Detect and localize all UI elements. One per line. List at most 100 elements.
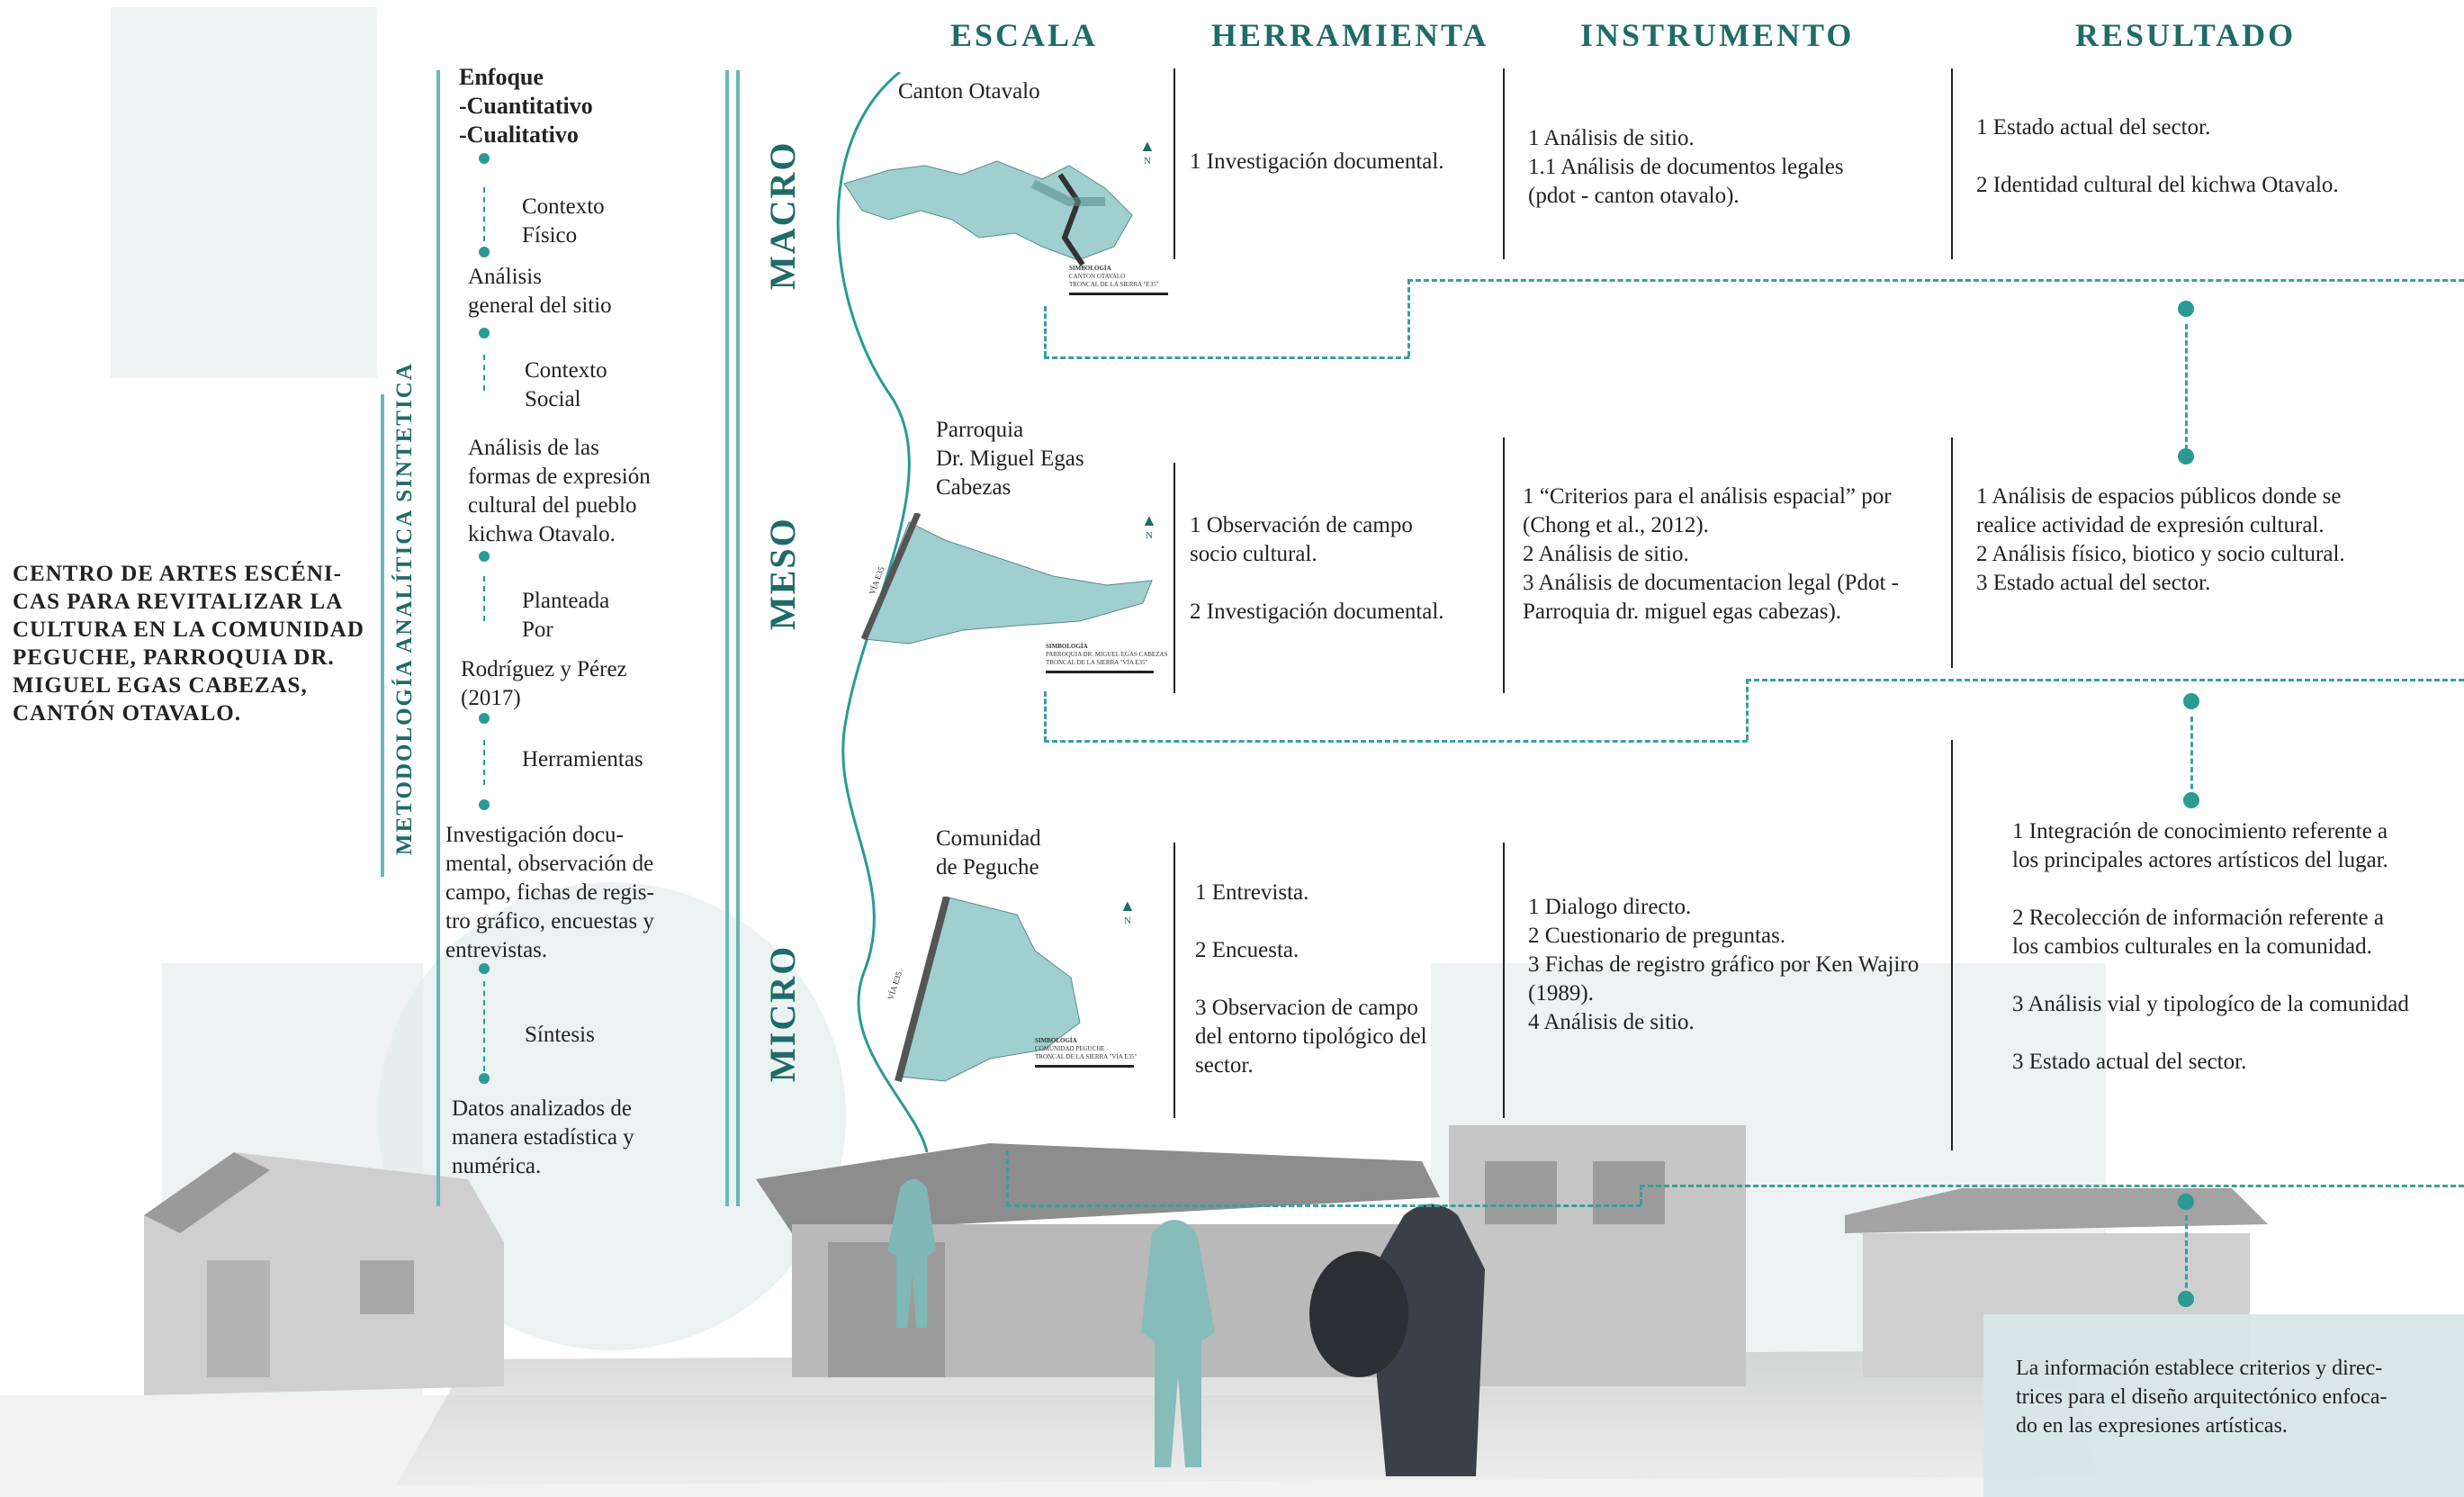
dashed-connector	[1044, 691, 1047, 742]
north-arrow-icon: ▲N	[1120, 897, 1136, 926]
project-title: CENTRO DE ARTES ESCÉNI- CAS PARA REVITAL…	[13, 562, 364, 726]
meso-scale-bar	[1046, 671, 1154, 673]
connector-dot	[2178, 448, 2194, 464]
flow-investigacion: Investigación docu- mental, observación …	[445, 823, 654, 962]
flow-connector-4	[483, 740, 485, 785]
north-label-micro: N	[1123, 915, 1131, 926]
micro-map	[895, 897, 1081, 1083]
separator-micro-resultado	[1951, 740, 1953, 1150]
flow-autores: Rodríguez y Pérez (2017)	[461, 657, 627, 710]
separator-macro-resultado	[1951, 68, 1953, 259]
flow-dot-5	[479, 713, 490, 724]
north-arrow-icon: ▲N	[1139, 137, 1156, 167]
flow-dot-8	[479, 1073, 490, 1084]
dashed-connector	[1640, 1185, 2464, 1187]
macro-map	[843, 160, 1133, 266]
flow-divider-b	[736, 70, 740, 1206]
connector-dot	[2178, 1194, 2194, 1210]
dashed-connector	[1044, 740, 1748, 743]
street-photo-collage	[0, 1125, 2464, 1497]
macro-herramienta: 1 Investigación documental.	[1190, 149, 1444, 174]
flow-dot-2	[479, 247, 490, 257]
micro-legend-item-1: COMUNIDAD PEGUCHE	[1035, 1045, 1105, 1052]
flow-divider-a	[725, 70, 729, 1206]
macro-legend-item-2: TRONCAL DE LA SIERRA "E35"	[1069, 281, 1159, 288]
methodology-label: METODOLOGÍA ANALÍTICA SINTETICA	[392, 362, 417, 855]
meso-map	[860, 513, 1153, 645]
micro-scale-bar	[1035, 1065, 1134, 1068]
dashed-connector	[1006, 1204, 1641, 1207]
micro-resultado: 1 Integración de conocimiento referente …	[2012, 819, 2409, 1074]
dashed-connector	[1640, 1185, 1642, 1204]
meso-legend-title: SIMBOLOGÍA	[1046, 643, 1088, 650]
north-label-macro: N	[1143, 156, 1151, 167]
connector-dot	[2183, 792, 2199, 808]
north-label-meso: N	[1145, 530, 1153, 541]
background-block-top-left	[111, 7, 377, 378]
flow-dot-3	[479, 328, 490, 338]
macro-legend-item-1: CANTON OTAVALO	[1069, 273, 1126, 280]
flow-connector-2	[483, 355, 485, 391]
meso-place: Parroquia Dr. Miguel Egas Cabezas	[936, 418, 1084, 500]
flow-bar-left	[436, 70, 440, 1206]
separator-meso-instrumento	[1503, 437, 1505, 693]
flow-connector-3	[483, 576, 485, 621]
connector-dot	[2178, 301, 2194, 317]
meso-resultado: 1 Análisis de espacios públicos donde se…	[1976, 484, 2345, 595]
dashed-connector	[1044, 306, 1047, 356]
meso-herramienta: 1 Observación de campo socio cultural. 2…	[1190, 513, 1444, 624]
separator-micro-instrumento	[1503, 843, 1505, 1118]
conclusion-text: La información establece criterios y dir…	[2016, 1357, 2388, 1438]
methodology-bar	[381, 394, 384, 877]
flow-planteada-por: Planteada Por	[522, 589, 610, 642]
micro-herramienta: 1 Entrevista. 2 Encuesta. 3 Observacion …	[1195, 880, 1427, 1078]
north-arrow-icon: ▲N	[1141, 511, 1157, 541]
header-escala: ESCALA	[950, 17, 1099, 53]
flow-dot-1	[479, 153, 490, 164]
meso-legend-item-1: PARROQUIA DR. MIGUEL EGAS CABEZAS	[1046, 651, 1168, 658]
micro-legend-item-2: TRONCAL DE LA SIERRA "VÍA E35"	[1035, 1053, 1138, 1060]
micro-legend: SIMBOLOGÍA COMUNIDAD PEGUCHE TRONCAL DE …	[1035, 1037, 1137, 1068]
dashed-connector	[2185, 1215, 2188, 1296]
flow-contexto-fisico: Contexto Físico	[522, 194, 605, 248]
macro-legend-title: SIMBOLOGÍA	[1069, 265, 1111, 272]
dashed-connector	[1746, 679, 2464, 681]
separator-meso-herramienta	[1174, 463, 1175, 693]
meso-legend-item-2: TRONCAL DE LA SIERRA "VÍA E35"	[1046, 659, 1148, 666]
micro-place: Comunidad de Peguche	[936, 826, 1041, 879]
macro-scale-bar	[1069, 293, 1168, 295]
flow-contexto-social: Contexto Social	[525, 358, 607, 411]
flow-dot-7	[479, 963, 490, 974]
dashed-connector	[1746, 679, 1749, 740]
meso-instrumento: 1 “Criterios para el análisis espacial” …	[1523, 484, 1899, 624]
separator-micro-herramienta	[1174, 843, 1175, 1118]
micro-legend-title: SIMBOLOGÍA	[1035, 1037, 1077, 1044]
flow-dot-4	[479, 551, 490, 562]
connector-dot	[2178, 1291, 2194, 1307]
separator-macro-herramienta	[1174, 68, 1175, 259]
dashed-connector	[1006, 1150, 1009, 1206]
dashed-connector	[2185, 324, 2188, 450]
flow-sintesis: Síntesis	[525, 1023, 595, 1047]
dashed-connector	[1407, 279, 1410, 356]
separator-macro-instrumento	[1503, 68, 1505, 259]
micro-instrumento: 1 Dialogo directo. 2 Cuestionario de pre…	[1528, 895, 1920, 1034]
flow-dot-6	[479, 799, 490, 810]
header-instrumento: INSTRUMENTO	[1580, 17, 1855, 53]
flow-connector-1	[483, 187, 485, 241]
flow-connector-5	[483, 981, 485, 1071]
meso-legend: SIMBOLOGÍA PARROQUIA DR. MIGUEL EGAS CAB…	[1046, 643, 1167, 673]
dashed-connector	[1407, 279, 2464, 282]
macro-instrumento: 1 Análisis de sitio. 1.1 Análisis de doc…	[1528, 126, 1844, 208]
header-resultado: RESULTADO	[2075, 17, 2297, 53]
header-herramienta: HERRAMIENTA	[1211, 17, 1489, 53]
connector-dot	[2183, 693, 2199, 709]
flow-analisis-general: Análisis general del sitio	[468, 265, 612, 318]
macro-resultado: 1 Estado actual del sector. 2 Identidad …	[1976, 115, 2339, 197]
dashed-connector	[2190, 717, 2193, 798]
flow-datos: Datos analizados de manera estadística y…	[452, 1096, 634, 1178]
macro-place: Canton Otavalo	[898, 79, 1040, 104]
flow-enfoque: Enfoque -Cuantitativo -Cualitativo	[459, 64, 593, 148]
flow-analisis-formas: Análisis de las formas de expresión cult…	[468, 436, 651, 546]
flow-herramientas: Herramientas	[522, 747, 643, 771]
